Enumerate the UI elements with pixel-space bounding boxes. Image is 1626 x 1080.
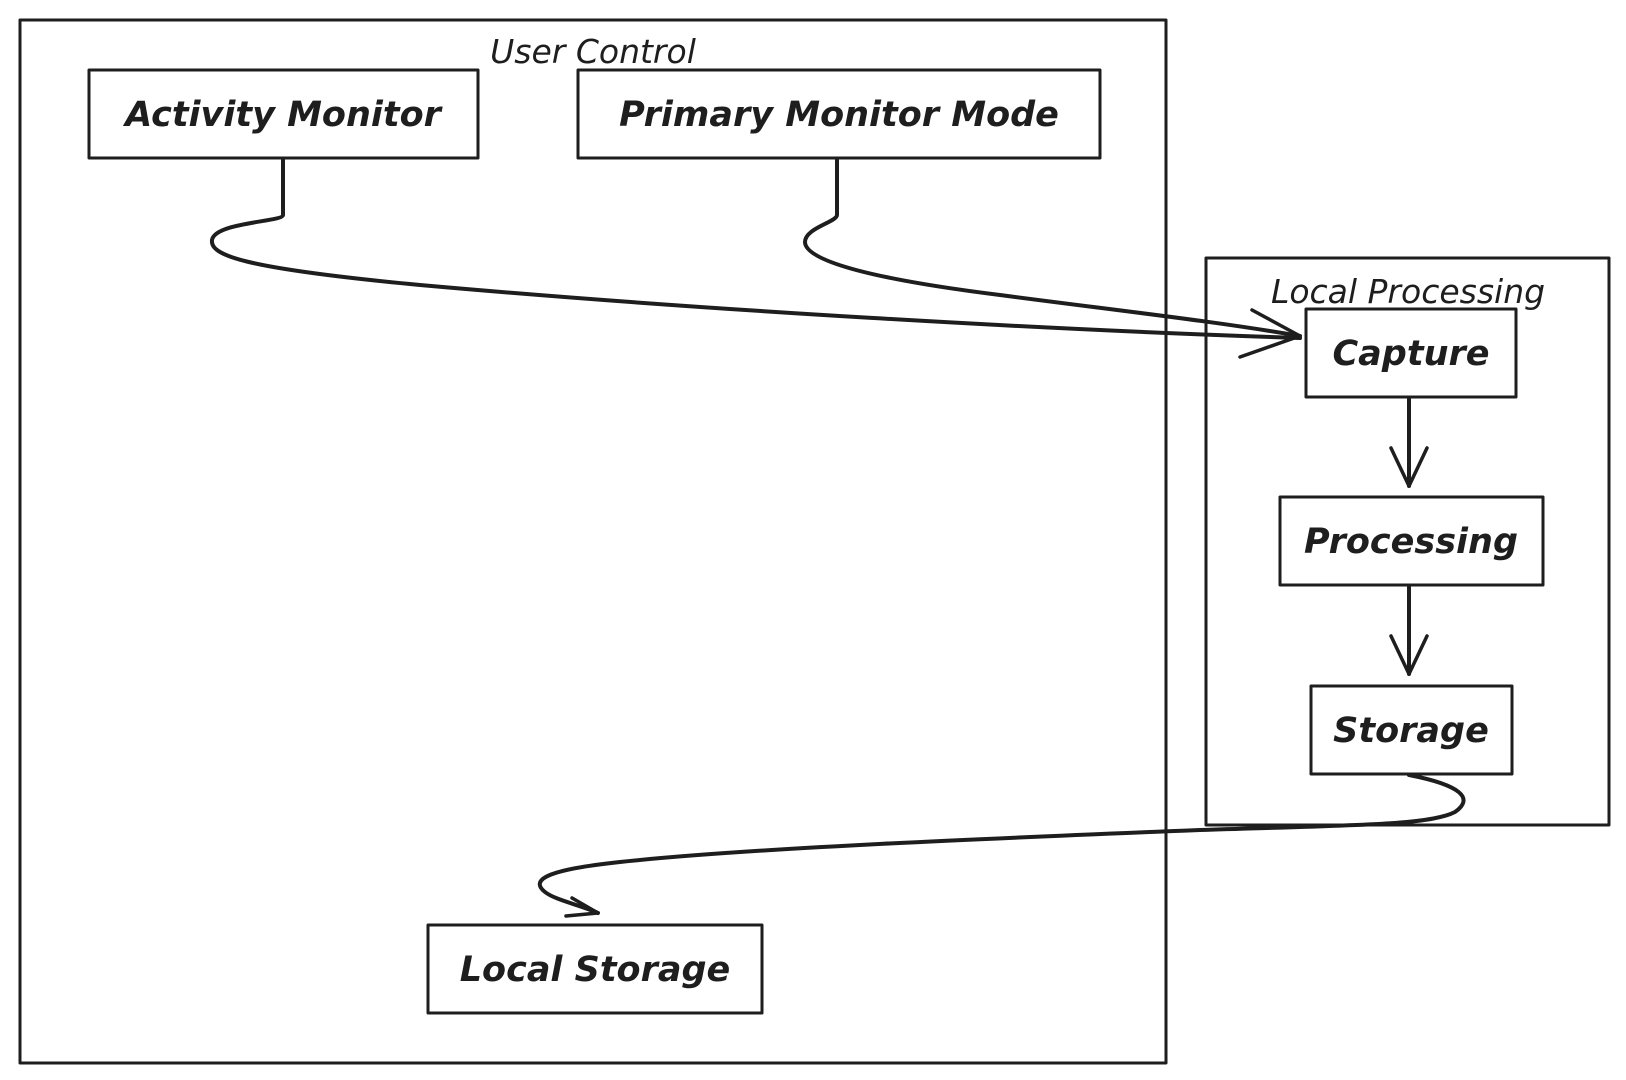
frame-user-control-title: User Control [490, 32, 696, 71]
edge-primary-monitor-mode-to-capture [803, 158, 1302, 338]
node-storage-box [1309, 684, 1514, 776]
node-activity-monitor-label: Activity Monitor [122, 95, 444, 135]
node-activity-monitor-box [87, 68, 480, 160]
node-capture-box [1304, 307, 1518, 399]
frame-local-processing-border [1204, 256, 1611, 827]
arrow-head-capture-in [1238, 308, 1302, 359]
node-local-storage-box [426, 923, 764, 1015]
node-primary-monitor-mode-label: Primary Monitor Mode [619, 95, 1059, 135]
edge-activity-monitor-to-capture [209, 158, 1302, 340]
arrow-head-storage-in [1389, 634, 1429, 676]
node-capture-label: Capture [1332, 334, 1489, 374]
node-primary-monitor-mode[interactable]: Primary Monitor Mode [576, 68, 1102, 160]
node-processing[interactable]: Processing [1278, 495, 1545, 587]
edges [209, 158, 1466, 918]
node-activity-monitor[interactable]: Activity Monitor [87, 68, 480, 160]
frame-local-processing-title: Local Processing [1271, 272, 1545, 311]
node-local-storage[interactable]: Local Storage [426, 923, 764, 1015]
node-local-storage-label: Local Storage [460, 950, 731, 990]
node-primary-monitor-mode-box [576, 68, 1102, 160]
frame-user-control-border [18, 18, 1168, 1065]
node-storage[interactable]: Storage [1309, 684, 1514, 776]
arrow-head-processing-in [1389, 446, 1429, 488]
arrow-head-local-storage-in [564, 896, 600, 918]
frame-user-control: User Control [18, 18, 1168, 1065]
edge-storage-to-local-storage [537, 773, 1466, 915]
node-storage-label: Storage [1333, 711, 1489, 751]
node-capture[interactable]: Capture [1304, 307, 1518, 399]
node-processing-label: Processing [1304, 522, 1518, 562]
frame-local-processing: Local Processing [1204, 256, 1611, 827]
node-processing-box [1278, 495, 1545, 587]
